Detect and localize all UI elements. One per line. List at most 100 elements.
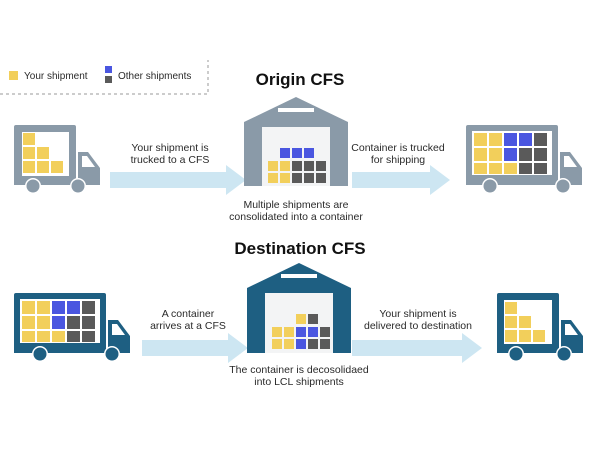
origin-step2-line2: consolidated into a container [229,211,363,223]
origin-truck-2 [466,125,582,194]
cargo-box [37,301,50,314]
origin-truck-1 [14,125,100,194]
wheel [557,347,571,361]
cargo-box [22,331,35,342]
cargo-box [268,173,278,183]
cargo-box [52,301,65,314]
cargo-box [292,161,302,171]
cargo-box [533,330,545,342]
origin-arrow-1 [110,165,246,195]
destination-step3-line1: Your shipment is [379,308,456,320]
cargo-box [519,148,532,161]
cargo-box [504,133,517,146]
cargo-box [519,330,531,342]
cargo-box [280,148,290,158]
cargo-box [519,133,532,146]
cargo-box [316,161,326,171]
warehouse-vent [278,108,314,112]
wheel [33,347,47,361]
origin-warehouse [244,97,348,186]
cargo-box [82,316,95,329]
cargo-box [67,331,80,342]
truck-window [112,324,125,335]
cargo-box [22,316,35,329]
cargo-box [505,330,517,342]
legend-border [0,60,209,95]
destination-title: Destination CFS [234,239,365,258]
destination-truck-1 [14,293,130,362]
cargo-box [504,148,517,161]
cargo-box [37,331,50,342]
cargo-box [268,161,278,171]
cargo-box [52,316,65,329]
truck-chassis [466,181,582,185]
origin-title: Origin CFS [256,70,345,89]
cargo-box [304,161,314,171]
legend: Your shipment Other shipments [0,60,209,95]
cargo-box [82,331,95,342]
cargo-box [519,316,531,328]
origin-step3-line1: Container is trucked [351,142,445,154]
wheel [483,179,497,193]
cargo-box [489,148,502,161]
cargo-box [284,327,294,337]
wheel [105,347,119,361]
destination-step1-line2: arrives at a CFS [150,320,226,332]
truck-window [82,156,95,167]
cargo-box [292,173,302,183]
cargo-box [292,148,302,158]
legend-blue-swatch [105,66,112,73]
cargo-box [474,148,487,161]
destination-step1-line1: A container [162,308,215,320]
cargo-box [272,339,282,349]
cargo-box [504,163,517,174]
legend-gray-swatch [105,76,112,83]
cargo-box [489,133,502,146]
cargo-box [280,161,290,171]
cargo-box [304,173,314,183]
destination-step2-line2: into LCL shipments [254,376,344,388]
cargo-box [519,163,532,174]
origin-step2-line1: Multiple shipments are [243,199,348,211]
cargo-box [67,301,80,314]
cargo-box [22,301,35,314]
cargo-box [474,133,487,146]
truck-chassis [497,349,583,353]
cargo-box [489,163,502,174]
wheel [26,179,40,193]
truck-chassis [14,181,100,185]
destination-warehouse [247,263,351,353]
truck-cab [78,152,100,183]
cargo-box [534,148,547,161]
origin-step3-line2: for shipping [371,154,425,166]
destination-step3-line2: delivered to destination [364,320,472,332]
wheel [71,179,85,193]
legend-other-shipments: Other shipments [118,71,191,82]
cargo-box [534,133,547,146]
cargo-box [308,339,318,349]
cargo-box [296,327,306,337]
cargo-box [304,148,314,158]
truck-chassis [14,349,130,353]
cargo-box [316,173,326,183]
warehouse-vent [281,274,317,278]
cargo-box [505,316,517,328]
cargo-box [280,173,290,183]
origin-step1-line1: Your shipment is [131,142,208,154]
origin-arrow-2 [352,165,450,195]
legend-your-shipment: Your shipment [24,71,88,82]
cargo-box [23,161,35,173]
cargo-box [320,327,330,337]
cargo-box [284,339,294,349]
cargo-box [308,327,318,337]
cargo-box [296,314,306,324]
wheel [509,347,523,361]
destination-step2-line1: The container is decosolidaed [229,364,369,376]
cargo-box [67,316,80,329]
cargo-box [320,339,330,349]
cargo-box [52,331,65,342]
cargo-box [23,147,35,159]
cargo-box [308,314,318,324]
cargo-box [37,316,50,329]
